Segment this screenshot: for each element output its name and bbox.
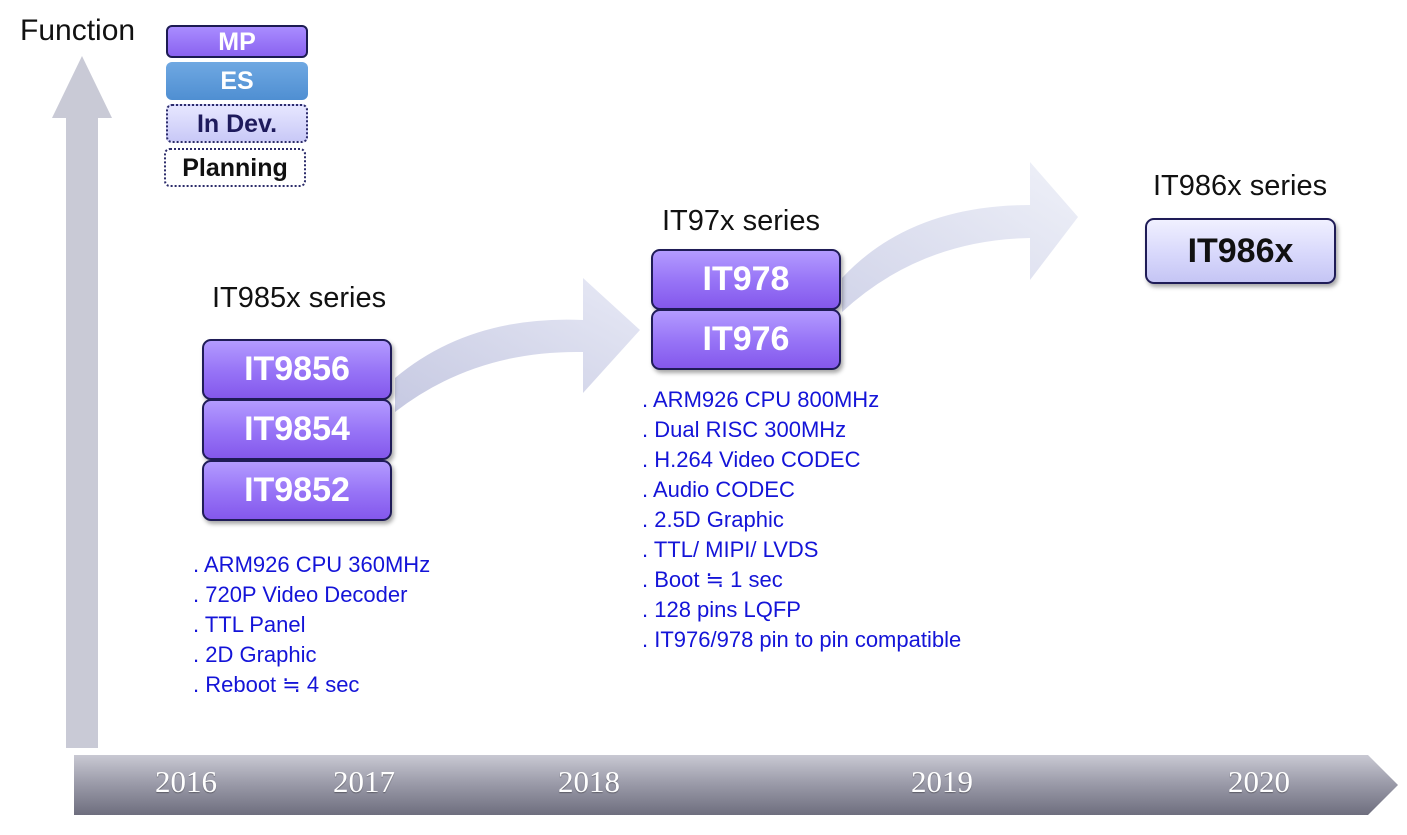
feature-item: . IT976/978 pin to pin compatible [642, 627, 962, 652]
feature-item: . Boot ≒ 1 sec [642, 567, 783, 592]
timeline-segment-2016 [74, 755, 296, 815]
feature-item: . 720P Video Decoder [193, 582, 408, 607]
it97x-feature-list: . ARM926 CPU 800MHz . Dual RISC 300MHz .… [642, 385, 961, 655]
timeline-year-2018: 2018 [558, 764, 620, 799]
timeline-segment-2018 [436, 755, 740, 815]
feature-item: . Audio CODEC [642, 477, 795, 502]
function-axis-arrow [52, 56, 112, 748]
chip-it9856: IT9856 [202, 339, 392, 400]
chip-it978: IT978 [651, 249, 841, 310]
chip-it986x: IT986x [1145, 218, 1336, 284]
chip-it9852: IT9852 [202, 460, 392, 521]
feature-item: . TTL/ MIPI/ LVDS [642, 537, 819, 562]
legend-es: ES [166, 62, 308, 100]
it986x-series-title: IT986x series [1153, 170, 1328, 202]
feature-item: . Dual RISC 300MHz [642, 417, 847, 442]
chip-it976: IT976 [651, 309, 841, 370]
legend-mp: MP [166, 25, 308, 58]
it985x-series-title: IT985x series [212, 282, 387, 314]
timeline-year-2017: 2017 [333, 764, 395, 799]
feature-item: . 128 pins LQFP [642, 597, 801, 622]
progression-arrow-2 [842, 162, 1078, 312]
legend-in-dev: In Dev. [166, 104, 308, 143]
y-axis-label: Function [20, 14, 136, 47]
timeline-segment-2019 [710, 755, 1158, 815]
timeline-segment-2020 [1128, 755, 1398, 815]
legend-planning: Planning [164, 148, 306, 187]
timeline-year-2016: 2016 [155, 764, 217, 799]
feature-item: . 2.5D Graphic [642, 507, 784, 532]
feature-item: . ARM926 CPU 360MHz [193, 552, 431, 577]
timeline-segment-2017 [266, 755, 466, 815]
feature-item: . TTL Panel [193, 612, 306, 637]
feature-item: . H.264 Video CODEC [642, 447, 861, 472]
chip-it9854: IT9854 [202, 399, 392, 460]
it97x-series-title: IT97x series [662, 205, 820, 237]
feature-item: . Reboot ≒ 4 sec [193, 672, 360, 697]
feature-item: . ARM926 CPU 800MHz [642, 387, 880, 412]
progression-arrow-1 [395, 278, 640, 412]
timeline-bar [74, 755, 1398, 815]
timeline-year-2019: 2019 [911, 764, 973, 799]
it985x-feature-list: . ARM926 CPU 360MHz . 720P Video Decoder… [193, 550, 430, 700]
feature-item: . 2D Graphic [193, 642, 317, 667]
timeline-year-2020: 2020 [1228, 764, 1290, 799]
